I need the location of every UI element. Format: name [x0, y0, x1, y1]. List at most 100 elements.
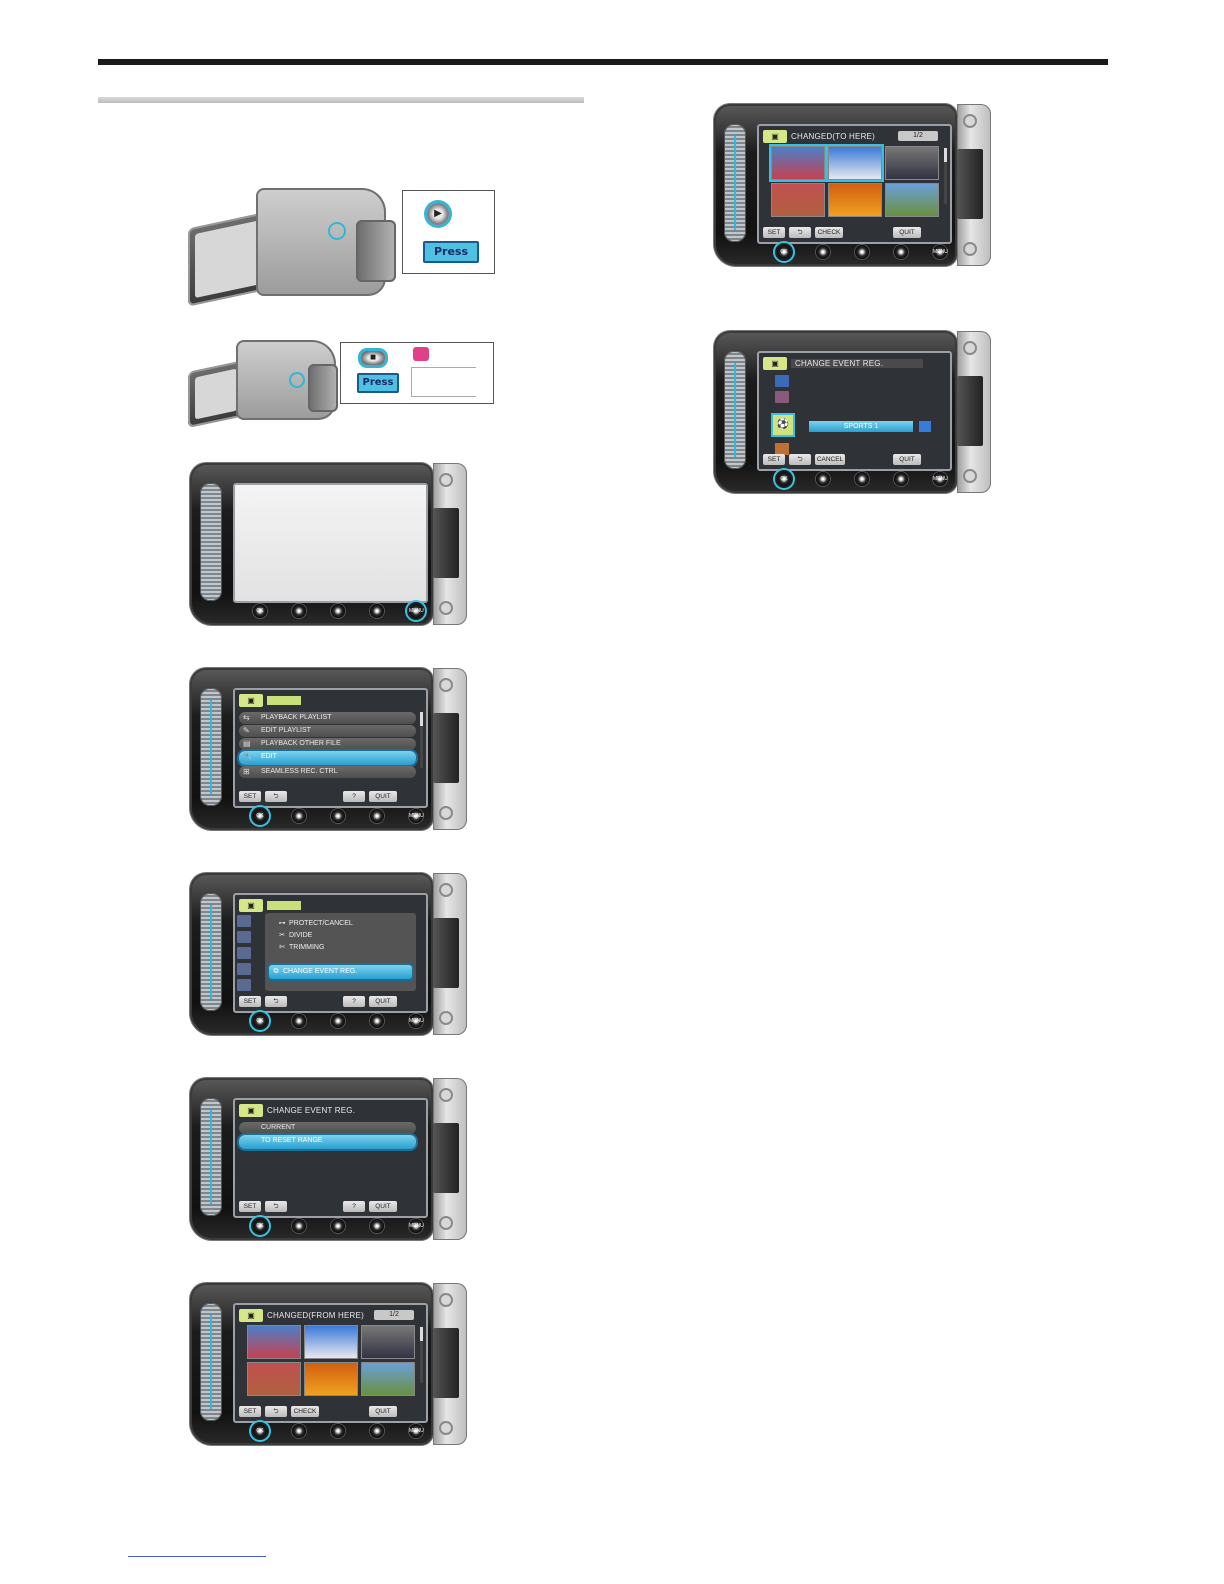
help-key[interactable]: ? — [343, 996, 365, 1007]
thumbnail[interactable] — [304, 1362, 358, 1396]
page-indicator: 1/2 — [898, 131, 938, 141]
soft-button-2[interactable] — [816, 245, 830, 259]
scrollbar[interactable] — [944, 148, 947, 204]
check-key[interactable]: CHECK — [815, 227, 843, 238]
soft-button-4[interactable] — [894, 472, 908, 486]
thumbnail[interactable] — [828, 146, 882, 180]
thumbnail[interactable] — [247, 1325, 301, 1359]
help-key[interactable]: ? — [343, 791, 365, 802]
menu-item[interactable]: TO RESET RANGE — [239, 1135, 416, 1149]
thumbnail[interactable] — [361, 1362, 415, 1396]
set-key[interactable]: SET — [239, 791, 261, 802]
set-key[interactable]: SET — [239, 1201, 261, 1212]
set-key[interactable]: SET — [239, 996, 261, 1007]
soft-button-2[interactable] — [292, 604, 306, 618]
ok-button[interactable]: OK — [253, 1219, 267, 1233]
soft-button-3[interactable] — [331, 1219, 345, 1233]
thumbnail[interactable] — [885, 146, 939, 180]
quit-key[interactable]: QUIT — [369, 1406, 397, 1417]
back-key[interactable]: ⮌ — [265, 996, 287, 1007]
quit-key[interactable]: QUIT — [893, 227, 921, 238]
quit-key[interactable]: QUIT — [369, 1201, 397, 1212]
thumbnail[interactable] — [247, 1362, 301, 1396]
menu-item[interactable]: 🔧EDIT — [239, 751, 416, 765]
soft-button-3[interactable] — [855, 245, 869, 259]
soft-button-4[interactable] — [894, 245, 908, 259]
soft-button-4[interactable] — [370, 604, 384, 618]
thumbnail[interactable] — [828, 183, 882, 217]
soft-button-3[interactable] — [331, 604, 345, 618]
soft-button-4[interactable] — [370, 809, 384, 823]
soft-button-4[interactable] — [370, 1219, 384, 1233]
back-key[interactable]: ⮌ — [789, 454, 811, 465]
lcd-screen: ▣CHANGED(TO HERE) 1/2 SET ⮌ CHECK QUIT — [757, 124, 952, 244]
soft-button-2[interactable] — [292, 1014, 306, 1028]
soft-button-2[interactable] — [292, 1424, 306, 1438]
soft-button-2[interactable] — [816, 472, 830, 486]
set-key[interactable]: SET — [763, 227, 785, 238]
back-key[interactable]: ⮌ — [789, 227, 811, 238]
menu-item[interactable]: ⊞SEAMLESS REC. CTRL — [239, 766, 416, 778]
ok-button[interactable]: OK — [253, 809, 267, 823]
thumbnail-grid — [247, 1325, 415, 1396]
menu-button[interactable]: MENU — [933, 472, 948, 486]
submenu-item[interactable]: ⊶PROTECT/CANCEL — [275, 919, 353, 927]
soft-button-2[interactable] — [292, 1219, 306, 1233]
ok-button[interactable]: OK — [253, 604, 267, 618]
thumbnail[interactable] — [771, 146, 825, 180]
sports-event-icon[interactable]: ⚽ — [773, 415, 793, 435]
scrollbar[interactable] — [420, 712, 423, 768]
quit-key[interactable]: QUIT — [369, 791, 397, 802]
ok-button[interactable]: OK — [253, 1014, 267, 1028]
submenu-item[interactable]: ⧉CHANGE EVENT REG. — [269, 965, 412, 979]
menu-item[interactable]: CURRENT — [239, 1122, 416, 1134]
ok-button[interactable]: OK — [777, 472, 791, 486]
menu-button[interactable]: MENU — [409, 1219, 424, 1233]
scrollbar[interactable] — [420, 1327, 423, 1383]
cancel-key[interactable]: CANCEL — [815, 454, 845, 465]
scissors-icon: ✂ — [279, 932, 285, 939]
slider-strip[interactable] — [200, 483, 222, 601]
set-key[interactable]: SET — [239, 1406, 261, 1417]
thumbnail[interactable] — [885, 183, 939, 217]
menu-button[interactable]: MENU — [409, 1424, 424, 1438]
callout-box: ▶ Press — [402, 190, 495, 274]
footer-link-underline[interactable] — [128, 1556, 266, 1557]
soft-button-2[interactable] — [292, 809, 306, 823]
thumbnail[interactable] — [771, 183, 825, 217]
video-icon: ▣ — [239, 1309, 263, 1322]
menu-item[interactable]: ✎EDIT PLAYLIST — [239, 725, 416, 737]
soft-button-3[interactable] — [331, 1014, 345, 1028]
soft-button-4[interactable] — [370, 1014, 384, 1028]
menu-bullet-icon — [243, 1123, 255, 1133]
soft-button-3[interactable] — [331, 809, 345, 823]
callout-box: ■ Press — [340, 342, 494, 404]
menu-button[interactable]: MENU — [409, 604, 424, 618]
scroll-arrow-icon — [206, 694, 216, 800]
soft-button-4[interactable] — [370, 1424, 384, 1438]
menu-item[interactable]: ▤PLAYBACK OTHER FILE — [239, 738, 416, 750]
check-key[interactable]: CHECK — [291, 1406, 319, 1417]
soft-button-3[interactable] — [855, 472, 869, 486]
soft-button-3[interactable] — [331, 1424, 345, 1438]
thumbnail[interactable] — [361, 1325, 415, 1359]
quit-key[interactable]: QUIT — [369, 996, 397, 1007]
thumbnail[interactable] — [304, 1325, 358, 1359]
submenu-item[interactable]: ✄TRIMMING — [275, 943, 324, 951]
back-key[interactable]: ⮌ — [265, 1201, 287, 1212]
ok-button[interactable]: OK — [253, 1424, 267, 1438]
menu-button[interactable]: MENU — [933, 245, 948, 259]
ok-button[interactable]: OK — [777, 245, 791, 259]
set-key[interactable]: SET — [763, 454, 785, 465]
menu-item[interactable]: ⇆PLAYBACK PLAYLIST — [239, 712, 416, 724]
video-icon: ▣ — [763, 357, 787, 370]
back-key[interactable]: ⮌ — [265, 1406, 287, 1417]
back-key[interactable]: ⮌ — [265, 791, 287, 802]
menu-list: ⇆PLAYBACK PLAYLIST✎EDIT PLAYLIST▤PLAYBAC… — [239, 712, 416, 779]
menu-button[interactable]: MENU — [409, 809, 424, 823]
help-key[interactable]: ? — [343, 1201, 365, 1212]
quit-key[interactable]: QUIT — [893, 454, 921, 465]
menu-title: VIDEO — [267, 901, 301, 910]
menu-button[interactable]: MENU — [409, 1014, 424, 1028]
submenu-item[interactable]: ✂DIVIDE — [275, 931, 312, 939]
